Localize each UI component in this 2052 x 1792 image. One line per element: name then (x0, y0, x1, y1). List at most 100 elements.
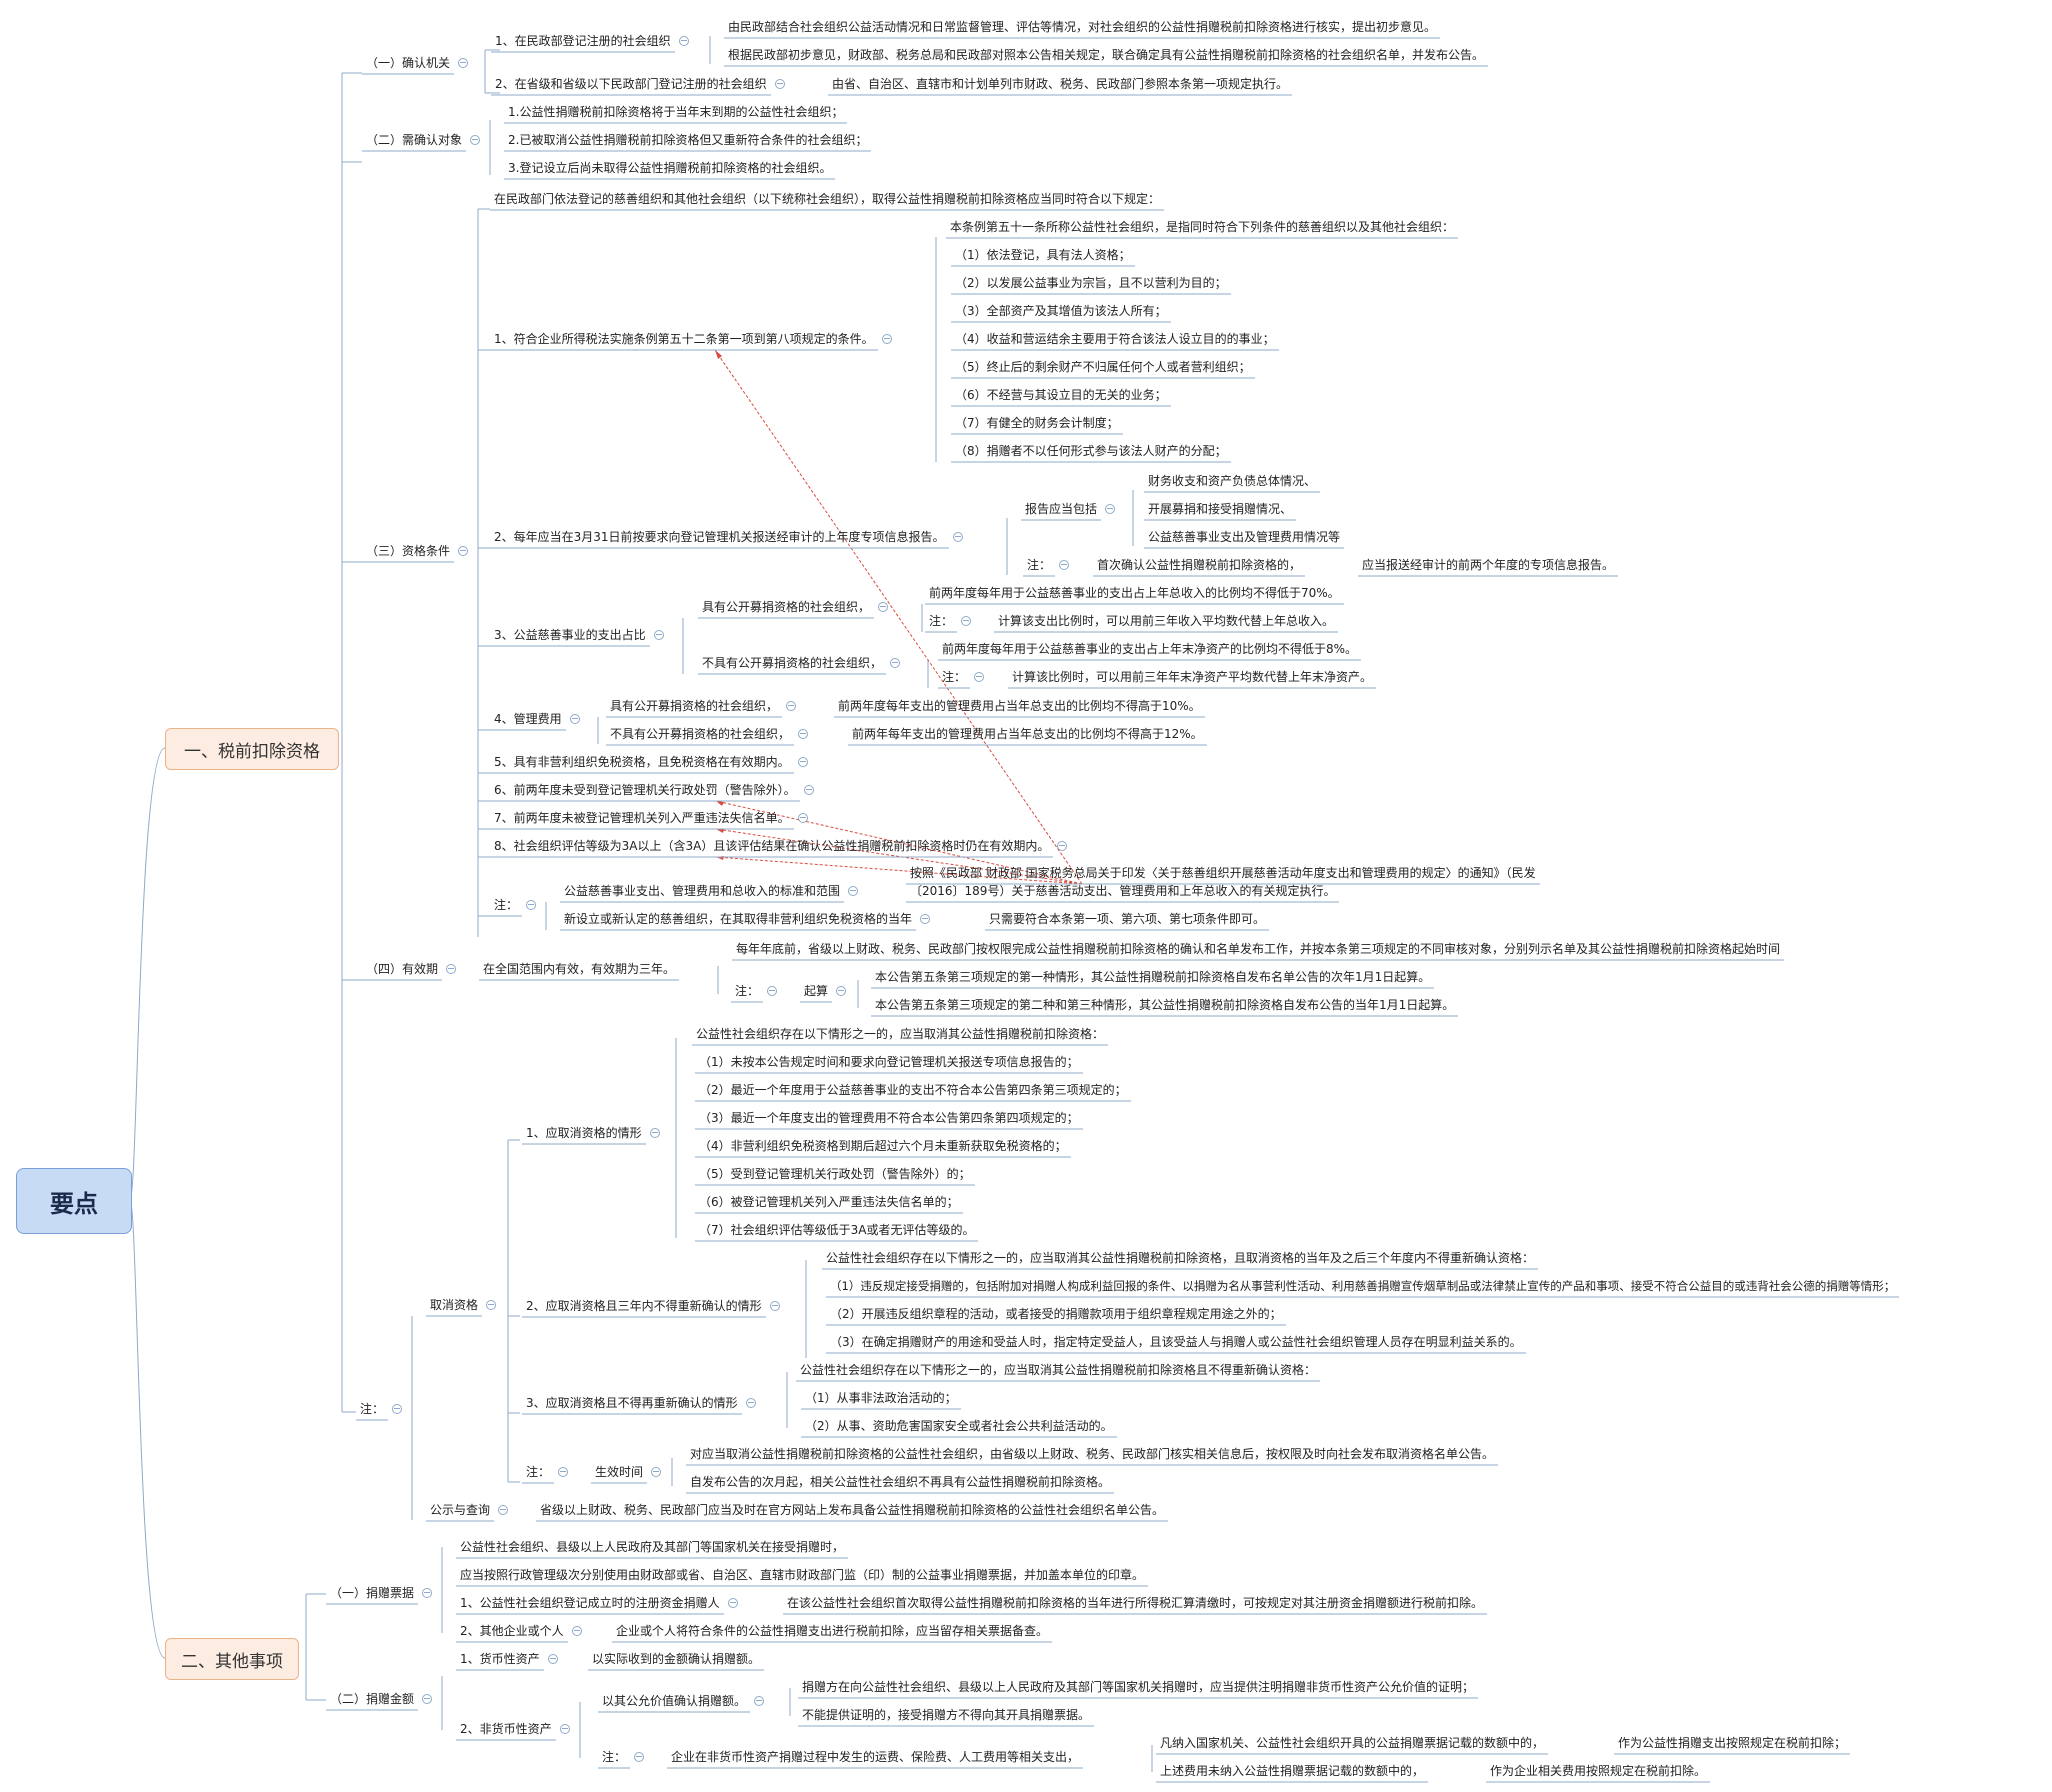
collapse-toggle-icon[interactable] (548, 1654, 558, 1664)
collapse-toggle-icon[interactable] (572, 1626, 582, 1636)
collapse-toggle-icon[interactable] (920, 914, 930, 924)
condition-2-note-label[interactable]: 注： (1027, 558, 1052, 572)
condition-3-public-label[interactable]: 具有公开募捐资格的社会组织， (702, 600, 871, 614)
condition-7[interactable]: 7、前两年度未被登记管理机关列入严重违法失信名单。 (494, 811, 790, 825)
condition-3-nonpublic-label[interactable]: 不具有公开募捐资格的社会组织， (702, 656, 883, 670)
publish-text: 省级以上财政、税务、民政部门应当及时在官方网站上发布具备公益性捐赠税前扣除资格的… (540, 1503, 1165, 1517)
cancel-r4-effect-label[interactable]: 生效时间 (595, 1465, 644, 1479)
receipt-label[interactable]: （一）捐赠票据 (330, 1586, 415, 1600)
cancel-r1-intro: 公益性社会组织存在以下情形之一的，应当取消其公益性捐赠税前扣除资格： (696, 1027, 1105, 1041)
collapse-toggle-icon[interactable] (1057, 841, 1067, 851)
confirm-org-c1-label[interactable]: 1、在民政部登记注册的社会组织 (495, 34, 671, 48)
validity-label[interactable]: （四）有效期 (366, 962, 439, 976)
root-node[interactable]: 要点 (16, 1168, 132, 1234)
collapse-toggle-icon[interactable] (458, 546, 468, 556)
condition-1-item-1: （1）依法登记，具有法人资格； (955, 248, 1131, 262)
collapse-toggle-icon[interactable] (798, 729, 808, 739)
collapse-toggle-icon[interactable] (679, 36, 689, 46)
cancel-r1-label[interactable]: 1、应取消资格的情形 (526, 1126, 642, 1140)
collapse-toggle-icon[interactable] (882, 334, 892, 344)
collapse-toggle-icon[interactable] (654, 630, 664, 640)
condition-3-nonpublic-note-label[interactable]: 注： (942, 670, 967, 684)
collapse-toggle-icon[interactable] (422, 1588, 432, 1598)
collapse-toggle-icon[interactable] (775, 79, 785, 89)
conditions-note-label[interactable]: 注： (494, 898, 519, 912)
collapse-toggle-icon[interactable] (570, 714, 580, 724)
validity-note-label[interactable]: 注： (735, 984, 760, 998)
condition-2-report-label[interactable]: 报告应当包括 (1025, 502, 1098, 516)
collapse-toggle-icon[interactable] (746, 1398, 756, 1408)
amount-m2-fair-item-2: 不能提供证明的，接受捐赠方不得向其开具捐赠票据。 (802, 1708, 1091, 1722)
collapse-toggle-icon[interactable] (650, 1128, 660, 1138)
amount-label[interactable]: （二）捐赠金额 (330, 1692, 415, 1706)
branch-other-matters[interactable]: 二、其他事项 (165, 1638, 299, 1680)
amount-m2-fair-item-1: 捐赠方在向公益性社会组织、县级以上人民政府及其部门等国家机关捐赠时，应当提供注明… (802, 1680, 1475, 1694)
conditions-note-1-label[interactable]: 公益慈善事业支出、管理费用和总收入的标准和范围 (564, 884, 841, 898)
amount-m1-label[interactable]: 1、货币性资产 (460, 1652, 540, 1666)
collapse-toggle-icon[interactable] (560, 1724, 570, 1734)
publish-label[interactable]: 公示与查询 (430, 1503, 491, 1517)
collapse-toggle-icon[interactable] (728, 1598, 738, 1608)
collapse-toggle-icon[interactable] (458, 58, 468, 68)
collapse-toggle-icon[interactable] (890, 658, 900, 668)
collapse-toggle-icon[interactable] (798, 757, 808, 767)
collapse-toggle-icon[interactable] (470, 135, 480, 145)
collapse-toggle-icon[interactable] (1105, 504, 1115, 514)
condition-4-label[interactable]: 4、管理费用 (494, 712, 562, 726)
cancel-r3-item-2: （2）从事、资助危害国家安全或者社会公共利益活动的。 (805, 1419, 1113, 1433)
collapse-toggle-icon[interactable] (786, 701, 796, 711)
condition-3-label[interactable]: 3、公益慈善事业的支出占比 (494, 628, 646, 642)
collapse-toggle-icon[interactable] (974, 672, 984, 682)
condition-8[interactable]: 8、社会组织评估等级为3A以上（含3A）且该评估结果在确认公益性捐赠税前扣除资格… (494, 839, 1050, 853)
validity-start-label[interactable]: 起算 (804, 984, 829, 998)
validity-intro: 每年年底前，省级以上财政、税务、民政部门按权限完成公益性捐赠税前扣除资格的确认和… (736, 942, 1781, 956)
amount-m2-fair-label[interactable]: 以其公允价值确认捐赠额。 (602, 1694, 747, 1708)
b1-note-label[interactable]: 注： (360, 1402, 385, 1416)
cancel-label[interactable]: 取消资格 (430, 1298, 479, 1312)
condition-1-label[interactable]: 1、符合企业所得税法实施条例第五十二条第一项到第八项规定的条件。 (494, 332, 874, 346)
condition-3-public-note-label[interactable]: 注： (929, 614, 954, 628)
collapse-toggle-icon[interactable] (651, 1467, 661, 1477)
confirm-org-label[interactable]: （一）确认机关 (366, 56, 451, 70)
collapse-toggle-icon[interactable] (446, 964, 456, 974)
collapse-toggle-icon[interactable] (1059, 560, 1069, 570)
collapse-toggle-icon[interactable] (486, 1300, 496, 1310)
condition-2-report-item-1: 财务收支和资产负债总体情况、 (1148, 474, 1317, 488)
collapse-toggle-icon[interactable] (754, 1696, 764, 1706)
amount-m2-note-label[interactable]: 注： (602, 1750, 627, 1764)
conditions-label[interactable]: （三）资格条件 (366, 544, 451, 558)
condition-6[interactable]: 6、前两年度未受到登记管理机关行政处罚（警告除外）。 (494, 783, 796, 797)
collapse-toggle-icon[interactable] (798, 813, 808, 823)
cancel-r1-item-5: （5）受到登记管理机关行政处罚（警告除外）的； (699, 1167, 971, 1181)
collapse-toggle-icon[interactable] (767, 986, 777, 996)
confirm-org-c2-label[interactable]: 2、在省级和省级以下民政部门登记注册的社会组织 (495, 77, 767, 91)
condition-1-intro: 本条例第五十一条所称公益性社会组织，是指同时符合下列条件的慈善组织以及其他社会组… (950, 220, 1455, 234)
collapse-toggle-icon[interactable] (498, 1505, 508, 1515)
collapse-toggle-icon[interactable] (953, 532, 963, 542)
conditions-note-2-label[interactable]: 新设立或新认定的慈善组织，在其取得非营利组织免税资格的当年 (564, 912, 913, 926)
cancel-r2-label[interactable]: 2、应取消资格且三年内不得重新确认的情形 (526, 1299, 762, 1313)
condition-4-nonpublic-label[interactable]: 不具有公开募捐资格的社会组织， (610, 727, 791, 741)
receipt-r2-label[interactable]: 2、其他企业或个人 (460, 1624, 564, 1638)
receipt-r1-label[interactable]: 1、公益性社会组织登记成立时的注册资金捐赠人 (460, 1596, 720, 1610)
collapse-toggle-icon[interactable] (422, 1694, 432, 1704)
amount-m2-label[interactable]: 2、非货币性资产 (460, 1722, 552, 1736)
collapse-toggle-icon[interactable] (848, 886, 858, 896)
condition-4-public-label[interactable]: 具有公开募捐资格的社会组织， (610, 699, 779, 713)
branch-tax-deduction-qualification[interactable]: 一、税前扣除资格 (165, 728, 339, 770)
collapse-toggle-icon[interactable] (526, 900, 536, 910)
collapse-toggle-icon[interactable] (558, 1467, 568, 1477)
condition-5[interactable]: 5、具有非营利组织免税资格，且免税资格在有效期内。 (494, 755, 790, 769)
collapse-toggle-icon[interactable] (392, 1404, 402, 1414)
cancel-r4-label[interactable]: 注： (526, 1465, 551, 1479)
condition-2-label[interactable]: 2、每年应当在3月31日前按要求向登记管理机关报送经审计的上年度专项信息报告。 (494, 530, 945, 544)
collapse-toggle-icon[interactable] (836, 986, 846, 996)
conditions-note-2-text: 只需要符合本条第一项、第六项、第七项条件即可。 (989, 912, 1266, 926)
targets-label[interactable]: （二）需确认对象 (366, 133, 463, 147)
collapse-toggle-icon[interactable] (878, 602, 888, 612)
collapse-toggle-icon[interactable] (804, 785, 814, 795)
collapse-toggle-icon[interactable] (770, 1301, 780, 1311)
cancel-r3-label[interactable]: 3、应取消资格且不得再重新确认的情形 (526, 1396, 738, 1410)
collapse-toggle-icon[interactable] (961, 616, 971, 626)
collapse-toggle-icon[interactable] (634, 1752, 644, 1762)
